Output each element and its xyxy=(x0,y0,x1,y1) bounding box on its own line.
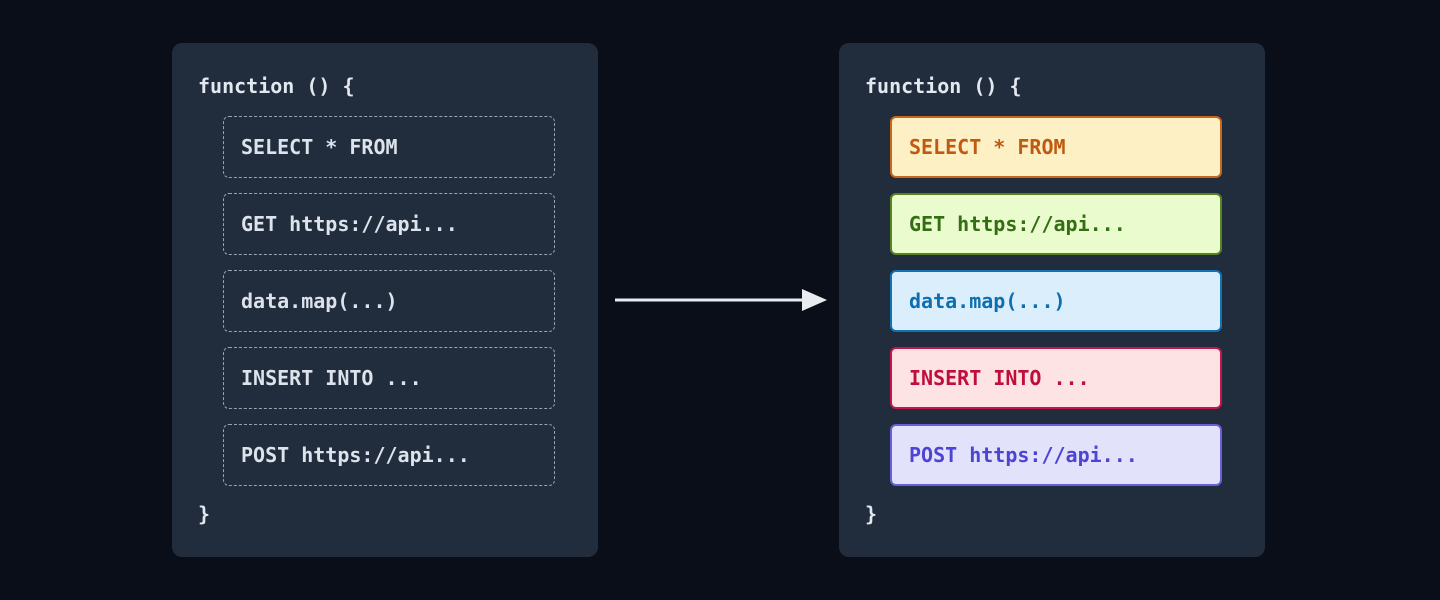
code-block: data.map(...) xyxy=(223,270,555,332)
code-block: INSERT INTO ... xyxy=(890,347,1222,409)
highlighted-code-panel: function () { SELECT * FROM GET https://… xyxy=(839,43,1265,557)
function-close-line: } xyxy=(865,502,878,526)
highlighted-code-blocks: SELECT * FROM GET https://api... data.ma… xyxy=(890,116,1222,486)
code-block-label: data.map(...) xyxy=(909,289,1066,313)
code-block: SELECT * FROM xyxy=(223,116,555,178)
code-block-label: SELECT * FROM xyxy=(241,135,398,159)
code-block: POST https://api... xyxy=(223,424,555,486)
code-block: INSERT INTO ... xyxy=(223,347,555,409)
code-block-label: SELECT * FROM xyxy=(909,135,1066,159)
code-block-label: GET https://api... xyxy=(909,212,1126,236)
source-code-blocks: SELECT * FROM GET https://api... data.ma… xyxy=(223,116,555,486)
code-block: GET https://api... xyxy=(223,193,555,255)
code-block: data.map(...) xyxy=(890,270,1222,332)
code-block-label: POST https://api... xyxy=(241,443,470,467)
code-block-label: INSERT INTO ... xyxy=(909,366,1090,390)
code-block-label: data.map(...) xyxy=(241,289,398,313)
code-block-label: GET https://api... xyxy=(241,212,458,236)
code-block-label: INSERT INTO ... xyxy=(241,366,422,390)
function-close-line: } xyxy=(198,502,211,526)
source-code-panel: function () { SELECT * FROM GET https://… xyxy=(172,43,598,557)
transform-arrow-icon xyxy=(615,289,827,311)
function-open-line: function () { xyxy=(198,74,355,98)
code-block-label: POST https://api... xyxy=(909,443,1138,467)
code-block: SELECT * FROM xyxy=(890,116,1222,178)
code-block: GET https://api... xyxy=(890,193,1222,255)
code-block: POST https://api... xyxy=(890,424,1222,486)
function-open-line: function () { xyxy=(865,74,1022,98)
